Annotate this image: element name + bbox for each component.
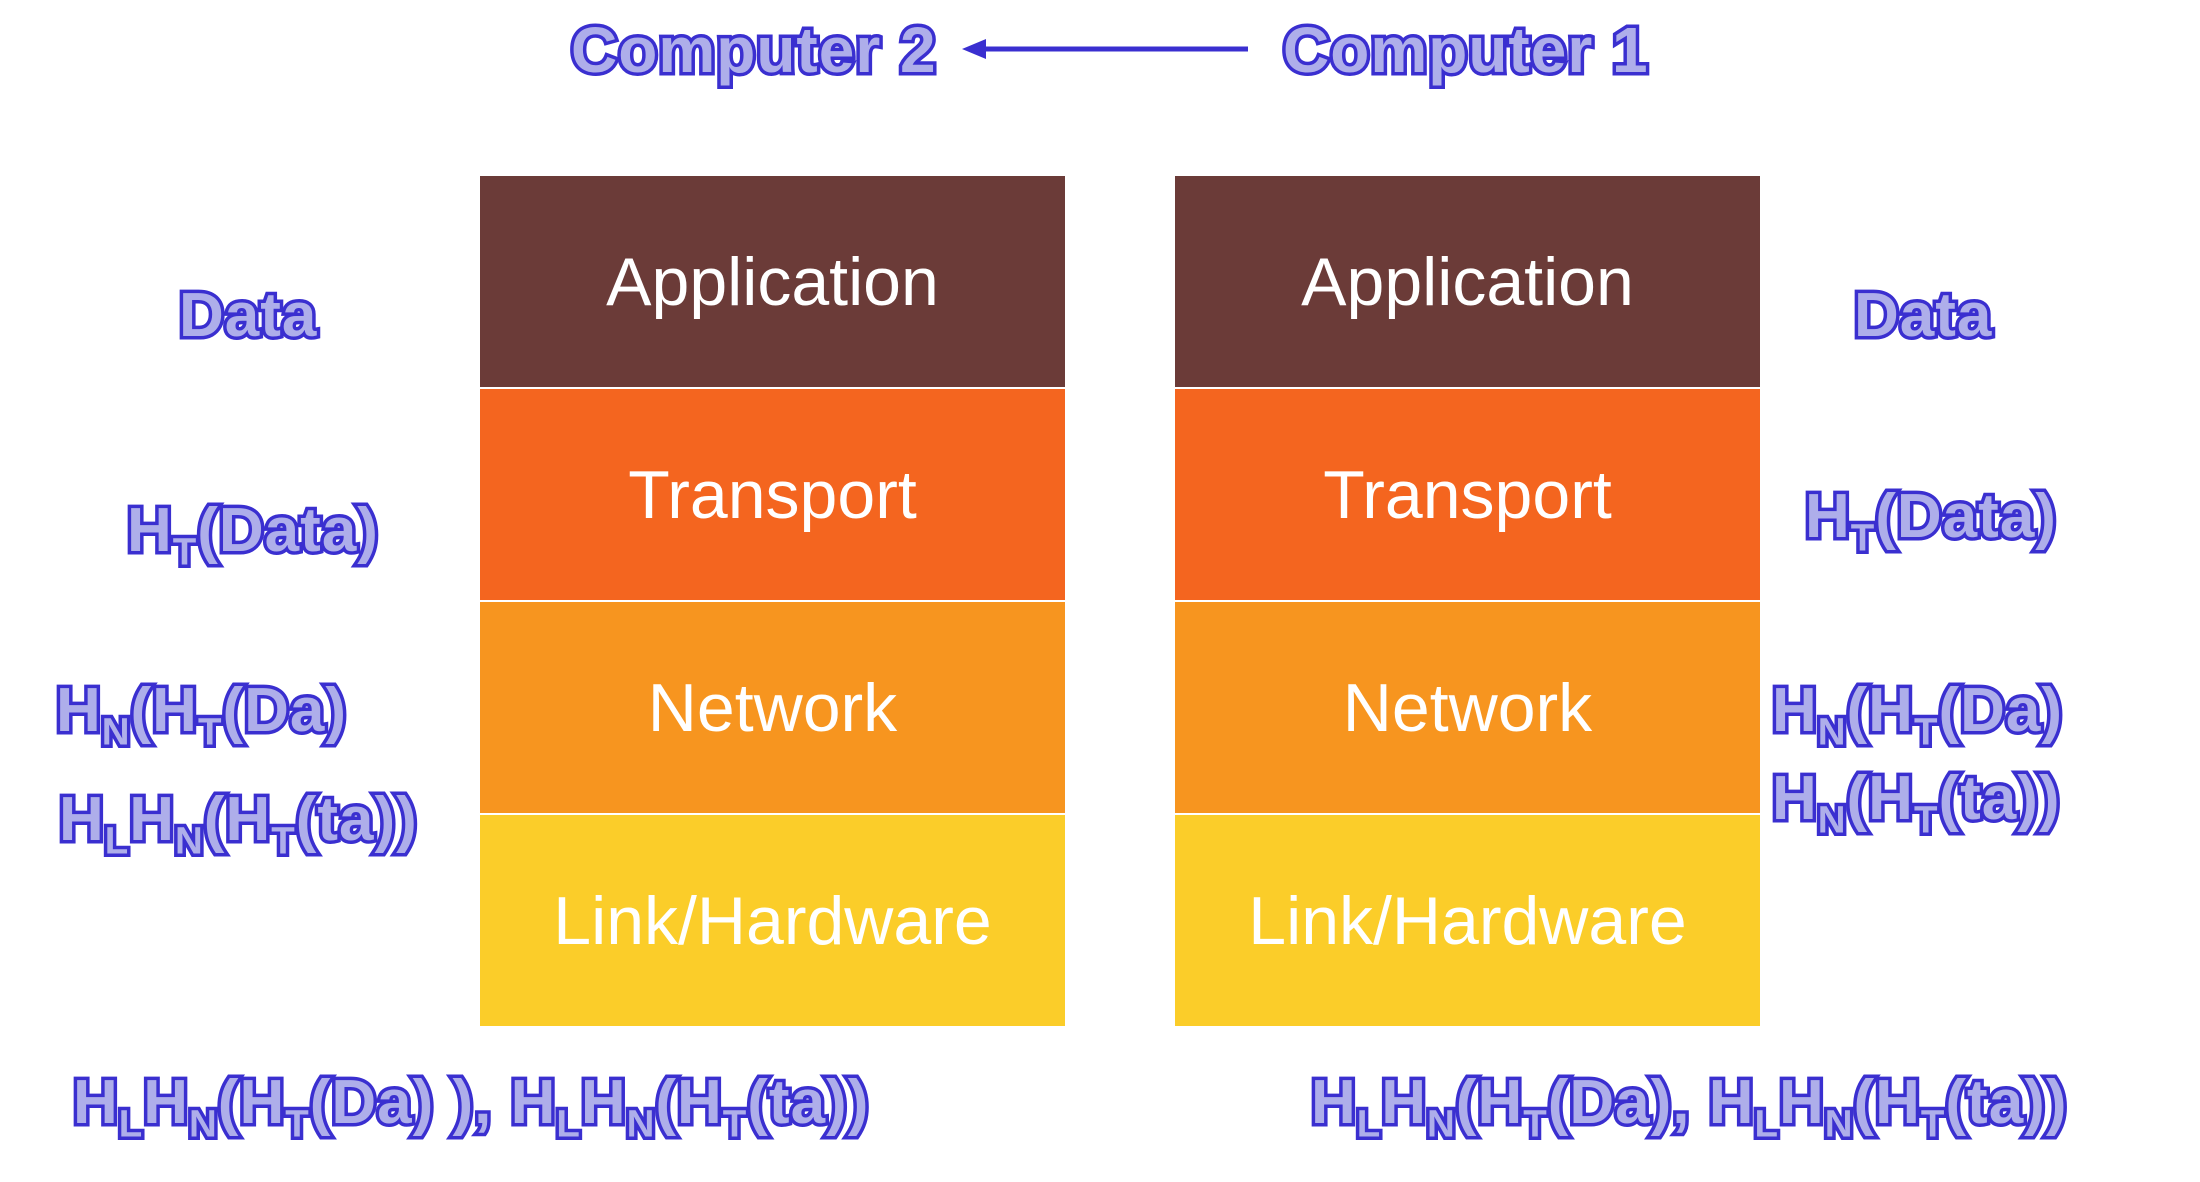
computer-2-title: Computer 2 xyxy=(568,14,940,86)
formula-text: (H xyxy=(1850,1068,1923,1137)
formula-text: (Da) ), H xyxy=(306,1068,559,1137)
left-link-label: HLHN(HT(Da) ), HLHN(HT(ta)) xyxy=(70,1068,872,1147)
subscript: T xyxy=(1910,709,1941,754)
subscript: T xyxy=(1847,515,1878,560)
formula-text: (ta)) xyxy=(292,785,420,854)
layer-network: Network xyxy=(1175,602,1760,815)
formula-text: (H xyxy=(1843,676,1916,745)
computer-1-title: Computer 1 xyxy=(1280,14,1652,86)
formula-text: (Da), H xyxy=(1544,1068,1757,1137)
formula-text: Data xyxy=(175,281,319,350)
formula-text: H xyxy=(53,676,105,745)
subscript: N xyxy=(1424,1101,1459,1146)
subscript: N xyxy=(172,818,207,863)
formula-text: H xyxy=(70,1068,122,1137)
formula-text: (ta)) xyxy=(1935,764,2063,833)
right-link-label: HLHN(HT(Da), HLHN(HT(ta)) xyxy=(1308,1068,2070,1147)
subscript: L xyxy=(115,1101,146,1146)
left-network-label-2: HLHN(HT(ta)) xyxy=(56,785,421,864)
left-transport-label: HT(Data) xyxy=(124,496,382,575)
layer-link-hardware: Link/Hardware xyxy=(480,815,1065,1026)
subscript: T xyxy=(282,1101,313,1146)
formula-text: H xyxy=(1775,1068,1827,1137)
subscript: L xyxy=(553,1101,584,1146)
subscript: T xyxy=(169,529,200,574)
formula-text: (Data) xyxy=(1872,482,2060,551)
formula-text: H xyxy=(124,496,176,565)
formula-text: H xyxy=(577,1068,629,1137)
formula-text: (ta)) xyxy=(744,1068,872,1137)
subscript: T xyxy=(1520,1101,1551,1146)
formula-text: (H xyxy=(1843,764,1916,833)
subscript: T xyxy=(268,818,299,863)
formula-text: (Da) xyxy=(219,676,350,745)
subscript: N xyxy=(186,1101,221,1146)
layer-link-hardware: Link/Hardware xyxy=(1175,815,1760,1026)
formula-text: H xyxy=(1308,1068,1360,1137)
formula-text: H xyxy=(140,1068,192,1137)
formula-text: H xyxy=(1769,676,1821,745)
left-data-label: Data xyxy=(175,281,319,350)
subscript: N xyxy=(623,1101,658,1146)
right-transport-label: HT(Data) xyxy=(1802,482,2060,561)
left-network-label: HN(HT(Da) xyxy=(53,676,350,755)
subscript: N xyxy=(1821,1101,1856,1146)
subscript: N xyxy=(98,709,133,754)
formula-text: H xyxy=(1802,482,1854,551)
right-network-label: HN(HT(Da) xyxy=(1769,676,2066,755)
protocol-stack-computer-1: Application Transport Network Link/Hardw… xyxy=(1175,176,1760,1026)
formula-text: (ta)) xyxy=(1942,1068,2070,1137)
formula-text: (H xyxy=(652,1068,725,1137)
subscript: T xyxy=(1917,1101,1948,1146)
formula-text: H xyxy=(1769,764,1821,833)
layer-application: Application xyxy=(480,176,1065,389)
subscript: L xyxy=(1751,1101,1782,1146)
subscript: L xyxy=(1353,1101,1384,1146)
layer-transport: Transport xyxy=(480,389,1065,602)
formula-text: H xyxy=(1378,1068,1430,1137)
protocol-stack-computer-2: Application Transport Network Link/Hardw… xyxy=(480,176,1065,1026)
layer-application: Application xyxy=(1175,176,1760,389)
layer-transport: Transport xyxy=(1175,389,1760,602)
formula-text: (H xyxy=(1452,1068,1525,1137)
arrow-left-icon xyxy=(962,39,1248,59)
formula-text: Data xyxy=(1850,281,1994,350)
formula-text: (Data) xyxy=(194,496,382,565)
right-network-label-2: HN(HT(ta)) xyxy=(1769,764,2064,843)
formula-text: H xyxy=(126,785,178,854)
subscript: N xyxy=(1814,797,1849,842)
subscript: L xyxy=(101,818,132,863)
subscript: T xyxy=(194,709,225,754)
formula-text: (H xyxy=(214,1068,287,1137)
formula-text: H xyxy=(56,785,108,854)
subscript: T xyxy=(719,1101,750,1146)
formula-text: (H xyxy=(200,785,273,854)
subscript: N xyxy=(1814,709,1849,754)
subscript: T xyxy=(1910,797,1941,842)
layer-network: Network xyxy=(480,602,1065,815)
right-data-label: Data xyxy=(1850,281,1994,350)
formula-text: (H xyxy=(127,676,200,745)
formula-text: (Da) xyxy=(1935,676,2066,745)
